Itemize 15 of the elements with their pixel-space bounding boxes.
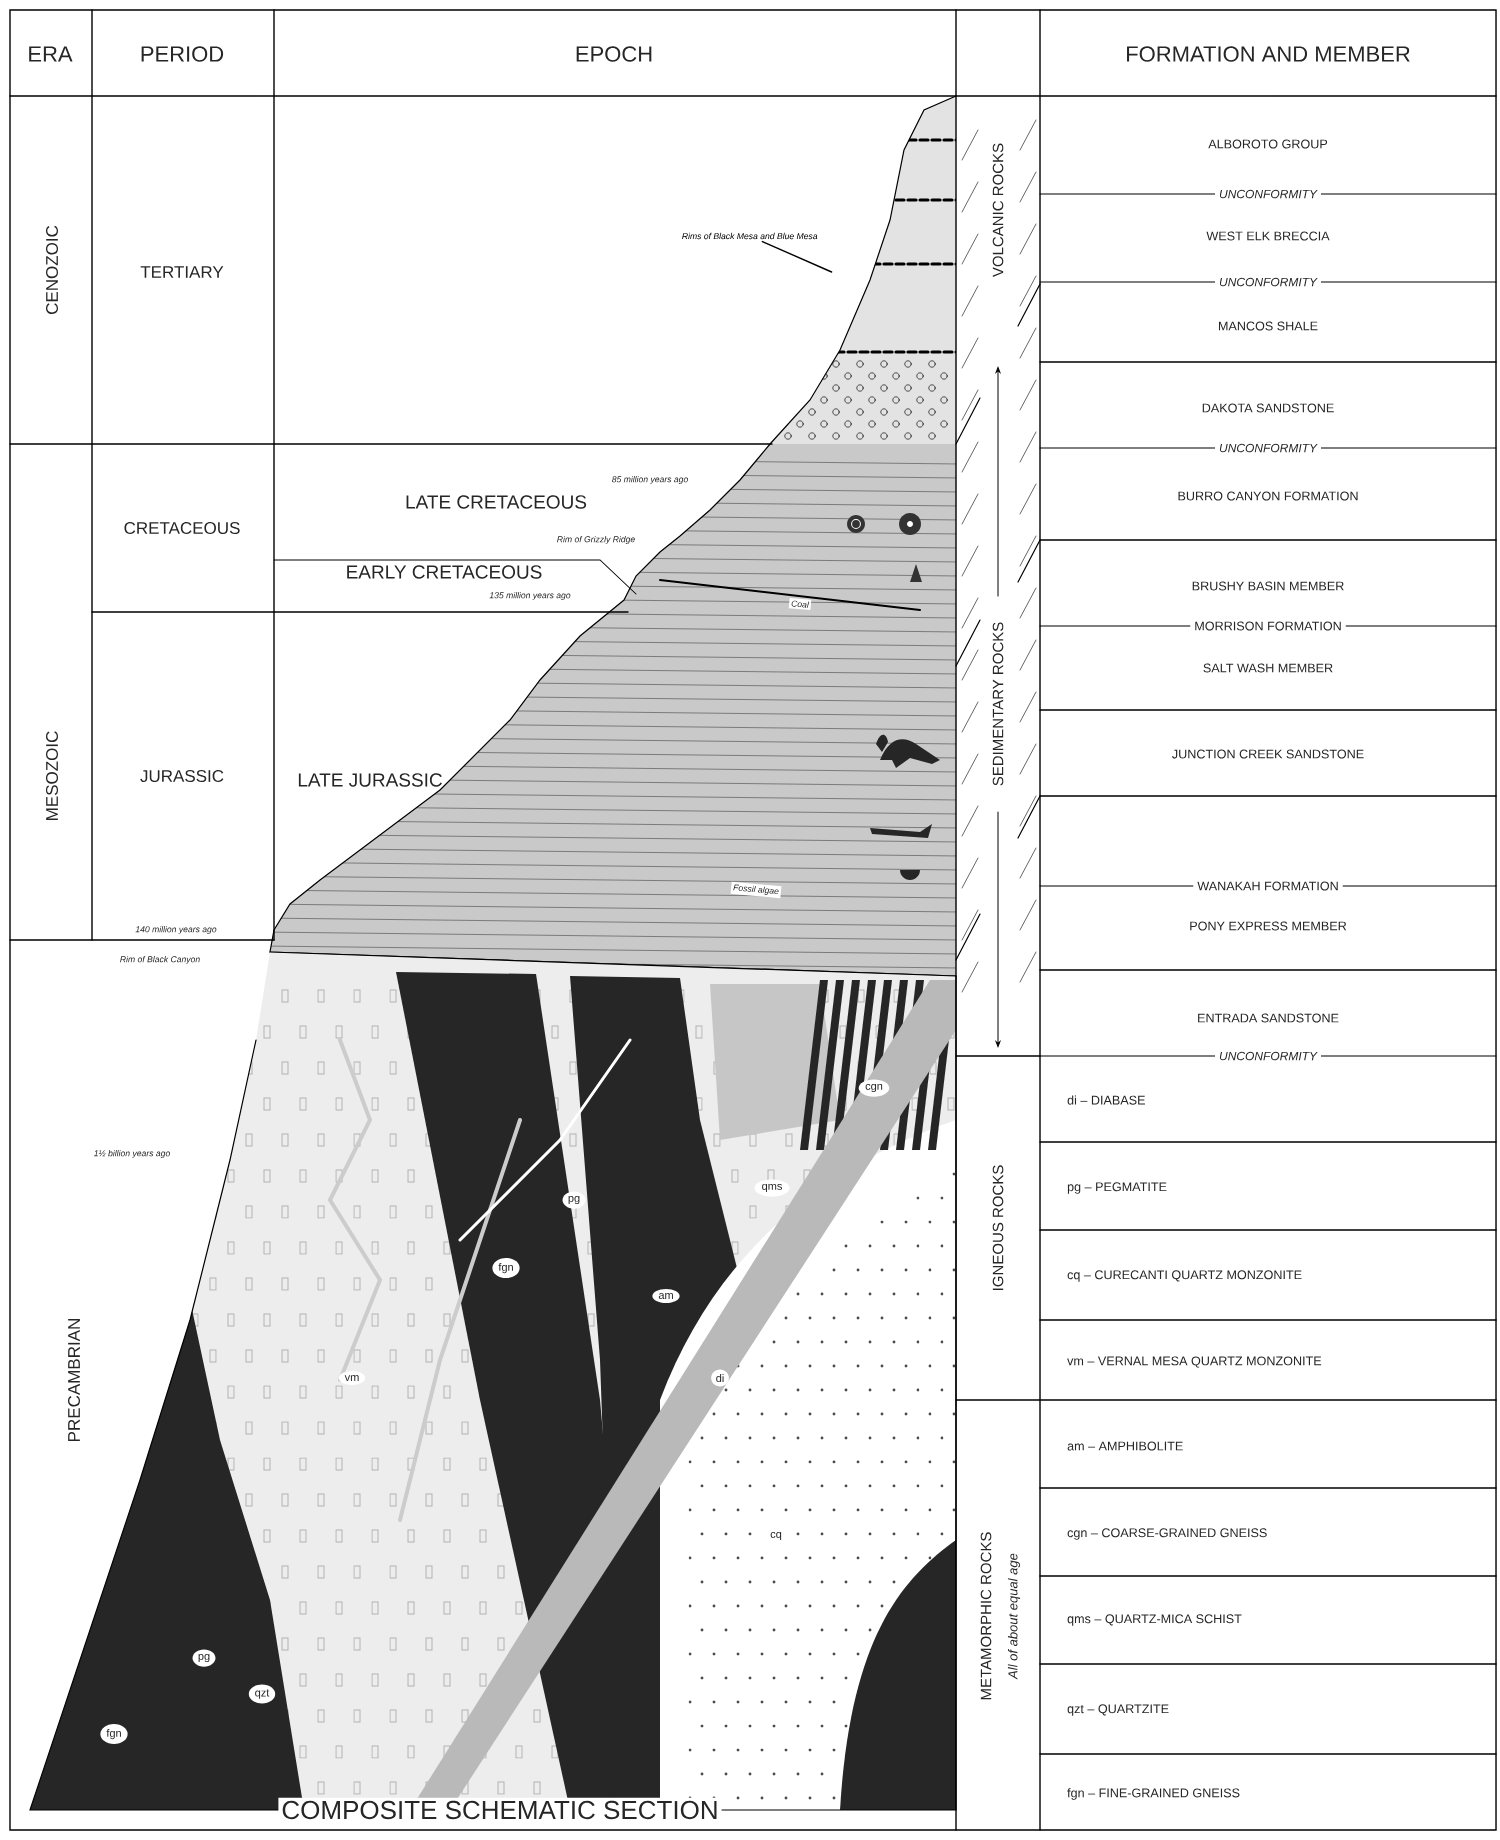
- era-label: CENOZOIC: [46, 225, 58, 314]
- epoch-label: EARLY CRETACEOUS: [347, 565, 542, 579]
- column-header: FORMATION AND MEMBER: [1127, 46, 1410, 62]
- period-label: CRETACEOUS: [124, 522, 240, 534]
- era-label: PRECAMBRIAN: [68, 1319, 80, 1441]
- column-header: ERA: [29, 46, 73, 62]
- period-label: TERTIARY: [140, 266, 224, 278]
- leader-line: [761, 240, 833, 273]
- section-title: COMPOSITE SCHEMATIC SECTION: [278, 1797, 722, 1823]
- epoch-label: LATE CRETACEOUS: [406, 495, 587, 509]
- column-header: PERIOD: [141, 46, 224, 62]
- era-label: MESOZOIC: [46, 731, 58, 820]
- epoch-label: LATE JURASSIC: [298, 773, 442, 787]
- period-label: JURASSIC: [140, 770, 224, 782]
- column-header: EPOCH: [576, 46, 652, 62]
